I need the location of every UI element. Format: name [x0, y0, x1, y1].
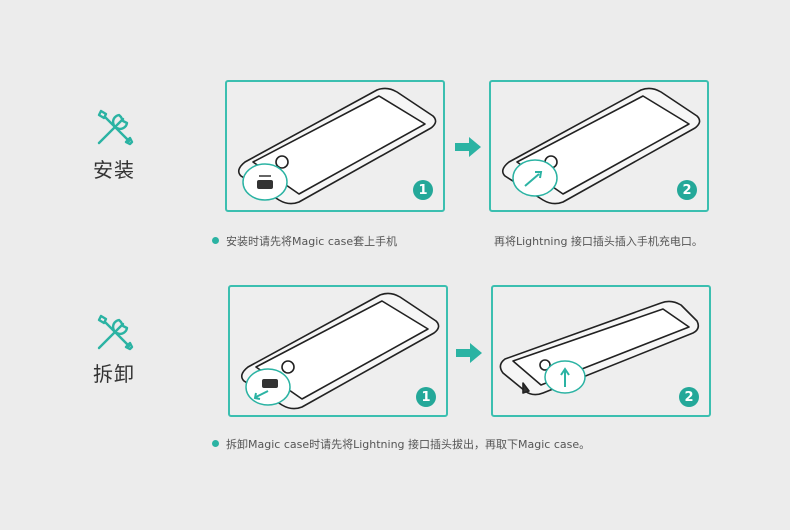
arrow-right-icon	[455, 137, 481, 157]
phone-illustration	[237, 87, 437, 205]
section-title-remove: 拆卸	[93, 362, 135, 386]
section-title-install: 安装	[93, 158, 135, 182]
remove-step-1-panel: 1	[228, 285, 448, 417]
install-caption-1: 安装时请先将Magic case套上手机	[226, 235, 398, 248]
install-caption-2: 再将Lightning 接口插头插入手机充电口。	[494, 235, 703, 248]
phone-illustration	[501, 87, 701, 205]
phone-illustration	[499, 300, 700, 396]
install-step-1-panel: 1	[225, 80, 445, 212]
phone-illustration	[240, 292, 440, 410]
wrench-screwdriver-icon	[97, 109, 134, 146]
caption-bullet	[212, 440, 219, 447]
wrench-screwdriver-icon	[97, 314, 134, 351]
remove-step-2-panel: 2	[491, 285, 711, 417]
step-badge-2: 2	[677, 180, 697, 200]
install-step-2-panel: 2	[489, 80, 709, 212]
caption-bullet	[212, 237, 219, 244]
arrow-right-icon	[456, 343, 482, 363]
remove-caption: 拆卸Magic case时请先将Lightning 接口插头拔出，再取下Magi…	[226, 438, 591, 451]
step-badge-1: 1	[416, 387, 436, 407]
step-badge-1: 1	[413, 180, 433, 200]
step-badge-2: 2	[679, 387, 699, 407]
